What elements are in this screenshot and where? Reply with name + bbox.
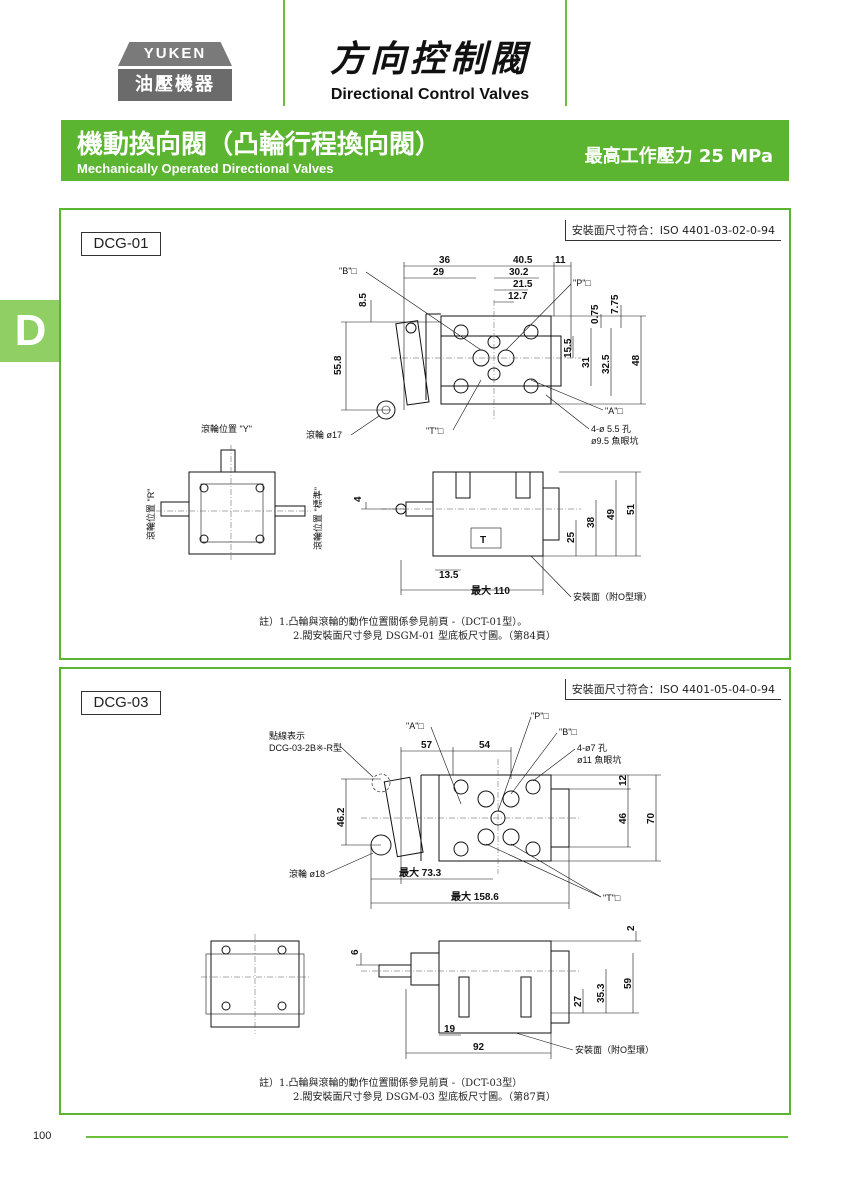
dcg03-front-body [438,940,552,1034]
svg-text:"A"□: "A"□ [605,406,623,416]
panel-dcg-03: DCG-03 安裝面尺寸符合：ISO 4401-05-04-0-94 57 54… [59,667,791,1115]
note-1: 註）1.凸輪與滾輪的動作位置關係參見前頁 -（DCT-03型） [259,1078,523,1089]
svg-text:55.8: 55.8 [333,355,344,375]
note-2: 2.閥安裝面尺寸參見 DSGM-01 型底板尺寸圖。（第84頁） [293,631,556,642]
svg-text:8.5: 8.5 [358,293,369,307]
iso-standard: 安裝面尺寸符合：ISO 4401-03-02-0-94 [564,220,781,241]
header-divider-left [283,0,285,106]
svg-text:"A"□: "A"□ [406,721,424,731]
page-number: 100 [33,1130,52,1142]
svg-text:12.7: 12.7 [508,291,528,302]
svg-text:ø9.5 魚眼坑: ø9.5 魚眼坑 [591,435,639,446]
section-title-cn: 機動換向閥（凸輪行程換向閥） [77,130,442,160]
svg-text:4-ø 5.5 孔: 4-ø 5.5 孔 [591,424,631,434]
svg-text:92: 92 [473,1042,485,1053]
svg-text:"P"□: "P"□ [531,711,549,721]
svg-text:最大 110: 最大 110 [471,584,510,597]
svg-text:最大 73.3: 最大 73.3 [399,866,442,879]
svg-text:31: 31 [581,356,592,368]
dcg01-lever [395,320,430,406]
svg-text:7.75: 7.75 [610,294,621,314]
svg-text:27: 27 [573,995,584,1007]
svg-text:15.5: 15.5 [563,338,574,358]
dcg01-port-holes [453,324,539,394]
header-divider-right [565,0,567,106]
model-tag: DCG-01 [81,232,161,256]
svg-text:4: 4 [353,496,364,502]
svg-text:0.75: 0.75 [590,304,601,324]
svg-text:49: 49 [606,508,617,520]
svg-text:"B"□: "B"□ [339,266,357,276]
svg-text:DCG-03-2B※-R型: DCG-03-2B※-R型 [269,743,342,753]
svg-text:ø11 魚眼坑: ø11 魚眼坑 [577,754,621,765]
note-2: 2.閥安裝面尺寸參見 DSGM-03 型底板尺寸圖。（第87頁） [293,1092,556,1103]
page-title-cn: 方向控制閥 [329,39,530,80]
svg-text:29: 29 [433,267,445,278]
svg-text:滾輪 ø17: 滾輪 ø17 [306,429,342,440]
svg-text:48: 48 [631,354,642,366]
svg-text:51: 51 [626,503,637,515]
svg-text:"B"□: "B"□ [559,727,577,737]
footer-rule [86,1136,788,1138]
svg-text:59: 59 [623,977,634,989]
svg-text:57: 57 [421,740,433,751]
yuken-logo: YUKEN 油壓機器 [118,42,232,102]
svg-text:21.5: 21.5 [513,279,533,290]
svg-text:30.2: 30.2 [509,267,529,278]
svg-text:12: 12 [618,774,629,786]
svg-text:"T"□: "T"□ [426,426,444,436]
svg-text:滾輪位置 "Y": 滾輪位置 "Y" [201,423,252,434]
svg-text:點線表示: 點線表示 [269,730,305,741]
svg-text:滾輪位置 "標準": 滾輪位置 "標準" [312,487,323,550]
logo-subtitle: 油壓機器 [118,69,232,101]
dcg-03-drawing: 57 54 46.2 12 46 70 最大 73.3 最大 158.6 "A"… [201,711,661,1059]
svg-text:安裝面（附O型環）: 安裝面（附O型環） [573,591,652,602]
section-banner: 機動換向閥（凸輪行程換向閥） Mechanically Operated Dir… [61,120,789,181]
svg-text:46.2: 46.2 [336,807,347,827]
svg-text:32.5: 32.5 [601,354,612,374]
svg-text:6: 6 [350,949,361,955]
svg-text:安裝面（附O型環）: 安裝面（附O型環） [575,1044,654,1055]
page-title-en: Directional Control Valves [330,86,530,103]
model-tag: DCG-03 [81,691,161,715]
svg-text:滾輪 ø18: 滾輪 ø18 [289,868,325,879]
svg-text:11: 11 [555,255,566,266]
max-pressure: 最高工作壓力 25 MPa [584,146,773,167]
svg-text:54: 54 [479,740,491,751]
iso-standard: 安裝面尺寸符合：ISO 4401-05-04-0-94 [564,679,781,700]
svg-text:35.3: 35.3 [596,983,607,1003]
svg-text:2: 2 [626,925,637,931]
dcg01-top-inner [440,335,562,387]
svg-text:40.5: 40.5 [513,255,533,266]
svg-text:"T"□: "T"□ [603,893,621,903]
svg-text:46: 46 [618,812,629,824]
dcg03-lever [383,776,424,858]
section-title-en: Mechanically Operated Directional Valves [77,161,334,176]
svg-text:13.5: 13.5 [439,570,459,581]
svg-text:最大 158.6: 最大 158.6 [451,890,499,903]
svg-text:70: 70 [646,812,657,824]
svg-text:36: 36 [439,255,451,266]
svg-text:"P"□: "P"□ [573,278,591,288]
dcg-01-drawing: 36 29 40.5 30.2 21.5 12.7 11 8.5 55.8 0.… [145,255,652,602]
dcg01-front-body [432,471,544,557]
panel-dcg-01: DCG-01 安裝面尺寸符合：ISO 4401-03-02-0-94 36 29… [59,208,791,660]
svg-text:4-ø7 孔: 4-ø7 孔 [577,743,607,753]
chapter-tab: D [0,300,61,362]
note-1: 註）1.凸輪與滾輪的動作位置關係參見前頁 -（DCT-01型）。 [259,617,528,628]
svg-text:19: 19 [444,1024,456,1035]
svg-text:T: T [480,535,486,546]
dcg01-top-body [440,315,552,405]
svg-text:滾輪位置 "R": 滾輪位置 "R" [145,489,156,540]
svg-text:38: 38 [586,516,597,528]
svg-text:25: 25 [566,531,577,543]
logo-brand: YUKEN [118,42,232,66]
